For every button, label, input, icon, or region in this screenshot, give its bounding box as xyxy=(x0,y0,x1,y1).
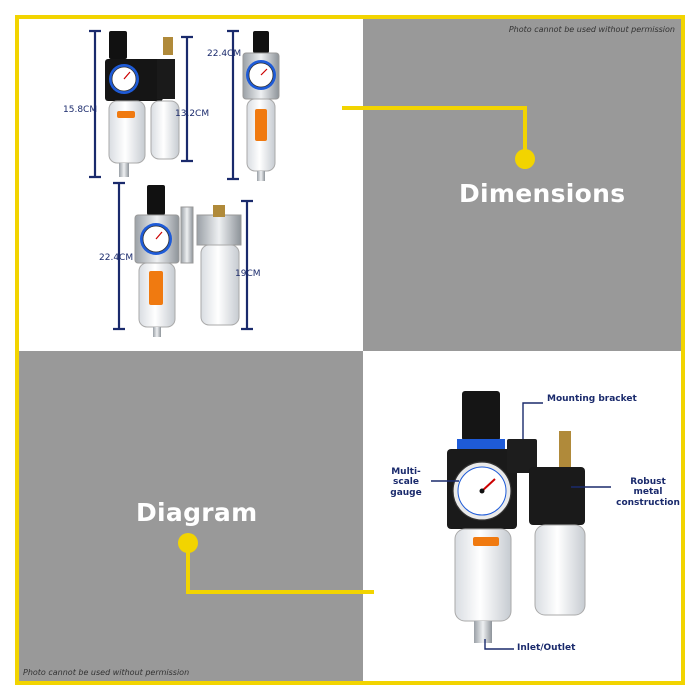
callout-multi-scale-gauge: Multi-scale gauge xyxy=(381,467,431,498)
frame: Photo cannot be used without permission … xyxy=(15,15,685,685)
diagram-connector xyxy=(186,543,374,594)
height-label-4: 22.4CM xyxy=(99,253,134,263)
callout-metal-line2: construction xyxy=(616,497,680,508)
large-frl-unit xyxy=(113,181,253,337)
height-label-5: 19CM xyxy=(235,269,261,279)
watermark-bottom: Photo cannot be used without permission xyxy=(23,668,190,677)
diagram-title: Diagram xyxy=(136,498,258,527)
callout-gauge-line2: gauge xyxy=(390,487,422,498)
callout-metal-line1: Robust metal xyxy=(630,477,666,498)
connector-lines xyxy=(178,106,535,594)
small-frl-unit xyxy=(89,29,193,179)
diagram-connector-dot xyxy=(178,533,198,553)
diagram-title-panel xyxy=(19,351,363,681)
dimensions-title: Dimensions xyxy=(459,179,626,208)
dimensions-image-panel xyxy=(19,19,363,351)
callout-mounting-bracket: Mounting bracket xyxy=(547,394,637,404)
callout-inlet-outlet: Inlet/Outlet xyxy=(517,643,576,653)
filter-regulator-unit xyxy=(227,29,280,181)
dimensions-title-panel xyxy=(363,19,681,351)
dimensions-connector xyxy=(342,106,527,159)
height-label-3: 22.4CM xyxy=(207,49,242,59)
product-artwork xyxy=(89,29,611,650)
callout-robust-metal: Robust metal construction xyxy=(615,477,681,508)
height-label-2: 13.2CM xyxy=(175,109,210,119)
watermark-top: Photo cannot be used without permission xyxy=(508,25,675,34)
diagram-frl-unit xyxy=(431,391,611,650)
height-label-1: 15.8CM xyxy=(63,105,98,115)
diagram-image-panel xyxy=(363,351,681,681)
callout-gauge-line1: Multi-scale xyxy=(391,467,421,488)
dimensions-connector-dot xyxy=(515,149,535,169)
